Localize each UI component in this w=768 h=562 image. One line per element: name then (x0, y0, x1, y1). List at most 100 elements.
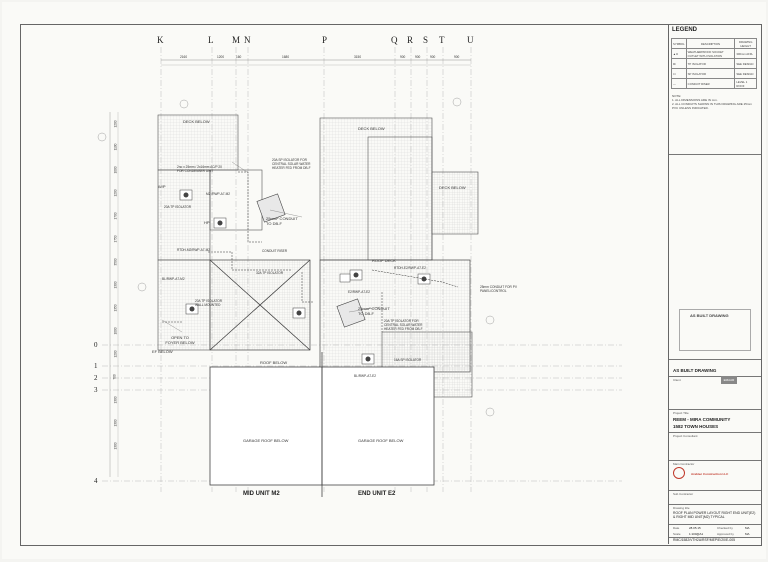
label-cct1: M2 /RWP-A7-M2 (206, 192, 231, 196)
label-cct5: RTDH-E2/RWP-A7-E2 (394, 266, 426, 270)
side-dim: 1000 (113, 166, 118, 174)
legend-header: SYMBOL DESCRIPTION DRAWING HEIGHT (671, 38, 757, 49)
label-roof-deck: ROOF DECK (372, 258, 396, 263)
arabtec-logo (673, 467, 685, 479)
grid-dim: 900 (415, 55, 421, 59)
checked-label: Checked by (717, 526, 733, 530)
drawing-title: ROOF PLAN POWER LAYOUT RIGHT END UNIT(E2… (673, 511, 756, 519)
label-fed-top: 20A SP ISOLATOR FOR CENTRAL SOLAR WATER … (272, 158, 311, 170)
row-number: 3 (94, 386, 98, 394)
title-block: LEGEND SYMBOL DESCRIPTION DRAWING HEIGHT… (668, 24, 761, 544)
label-cct3: E2/RWP-A7-E2 (348, 290, 371, 294)
legend-row: — CONDUIT RISER LEVEL 1 ROOF (671, 78, 757, 89)
label-deck-below-far-right: DECK BELOW (439, 185, 466, 190)
approved-value: MA (745, 532, 750, 536)
grid-letter-r: R (407, 35, 414, 45)
consultant-label: Project Consultant (673, 434, 698, 438)
grid-letter-l: L (208, 35, 214, 45)
approved-label: Approved by (717, 532, 734, 536)
grid-letter-p: P (322, 35, 328, 45)
grid-letter-u: U (467, 35, 474, 45)
grid-dim: 160 (236, 55, 242, 59)
legend-symbol: — (671, 78, 687, 89)
legend-table: SYMBOL DESCRIPTION DRAWING HEIGHT ▲⊙ WEA… (671, 38, 757, 89)
grid-letter-n: N (244, 35, 251, 45)
row-number: 1 (94, 362, 98, 370)
sub-contractor-label: Sub Contractor (673, 492, 694, 496)
drawing-no: RMC/1582/VTH2A/RSF/MEP/E/20/E-005 (673, 538, 735, 542)
label-cct2: BL/RWP-A7-M2 (162, 277, 185, 281)
grid-dim: 1200 (217, 55, 225, 59)
grid-letter-q: Q (391, 35, 398, 45)
legend-symbol: ⊡ (671, 68, 687, 79)
row-number: 0 (94, 341, 98, 349)
label-ef-below: EF BELOW (152, 349, 173, 354)
legend-desc: SP ISOLATOR (685, 68, 736, 79)
grid-letter-s: S (423, 35, 429, 45)
legend-symbol: ▲⊙ (671, 48, 687, 59)
project-label: Project Title (673, 411, 689, 415)
side-dim: 1300 (113, 442, 118, 450)
legend-desc: CONDUIT RISER (685, 78, 736, 89)
legend-row: ⊡ SP ISOLATOR SEE DESIGN (671, 68, 757, 79)
side-dim: 3500 (113, 258, 118, 266)
grid-dim: 2160 (180, 55, 188, 59)
label-conduit-right: 25mm² CONDUIT TO DB-F (358, 306, 390, 316)
checked-value: MA (745, 526, 750, 530)
side-dim: 700 (112, 374, 117, 380)
grid-letter-t: T (439, 35, 445, 45)
legend-symbol: ⊠ (671, 58, 687, 69)
drawing-title-label: Drawing title (673, 506, 690, 510)
label-garage-left: GARAGE ROOF BELOW (243, 438, 289, 443)
side-dim: 1300 (113, 396, 118, 404)
legend-title: LEGEND (672, 27, 698, 33)
side-dim: 1200 (113, 189, 118, 197)
date-label: Date (673, 526, 680, 530)
legend-header-cell: DESCRIPTION (685, 38, 736, 49)
legend-height: SEE DESIGN (734, 58, 757, 69)
grid-dim: 900 (430, 55, 436, 59)
contractor-label: Main Contractor (673, 462, 695, 466)
label-deck-below-right: DECK BELOW (358, 126, 385, 131)
label-hp: HP (204, 220, 210, 225)
row-number: 2 (94, 374, 98, 382)
label-note-a: 2no x 25mm / 2x16mm AC/P 20 FOR CONDENSE… (177, 165, 222, 173)
note-item: 1. ALL DIMENSIONS ARE IN mm. (672, 98, 718, 102)
grid-dim: 900 (454, 55, 460, 59)
side-dim: 1700 (113, 212, 118, 220)
label-deck-below-left: DECK BELOW (183, 119, 210, 124)
legend-height: LEVEL 1 ROOF (734, 78, 757, 89)
legend-header-cell: DRAWING HEIGHT (734, 38, 757, 49)
unit-title-left: MID UNIT M2 (243, 491, 280, 497)
label-iso-central: 20A TP ISOLATOR FOR CENTRAL SOLAR WATER … (384, 319, 423, 331)
grid-dim: 1680 (282, 55, 290, 59)
grid-dim: 900 (400, 55, 406, 59)
date-value: 28.05.15 (689, 526, 701, 530)
as-built-stamp-text: AS BUILT DRAWING (690, 313, 729, 318)
legend-height: 300mm AFFL (734, 48, 757, 59)
legend-row: ▲⊙ WEATHERPROOF SOCKET OUTLET WITH ISOLA… (671, 48, 757, 59)
legend-height: SEE DESIGN (734, 68, 757, 79)
label-iso-wall: 20A TP ISOLATOR WALL MOUNTED (195, 299, 223, 307)
label-iso-20a: 20A TP ISOLATOR (164, 205, 192, 209)
label-cct4: BL/RWP-A7-E2 (354, 374, 377, 378)
side-dim: 1300 (113, 281, 118, 289)
scale-value: 1:100@A1 (689, 532, 704, 536)
legend-desc: TP ISOLATOR (685, 58, 736, 69)
label-garage-right: GARAGE ROOF BELOW (358, 438, 404, 443)
grid-letter-k: K (157, 35, 164, 45)
roof-plan-drawing (97, 47, 622, 497)
side-dim: 1100 (113, 143, 118, 151)
label-iso-16a: 16A SP ISOLATOR (394, 358, 422, 362)
side-dim: 1000 (113, 327, 118, 335)
label-cct6: RTDH-M2/RWP-A7-M2 (177, 248, 210, 252)
side-dim: 1200 (113, 350, 118, 358)
unit-title-right: END UNIT E2 (358, 491, 396, 497)
client-label: Client (673, 378, 681, 382)
side-dim: 1200 (113, 120, 118, 128)
grid-dim: 3150 (354, 55, 362, 59)
project-name: REEM - MIRA COMMUNITY (673, 417, 731, 422)
as-built-stamp: AS BUILT DRAWING (679, 309, 751, 351)
scale-label: Scale (673, 532, 681, 536)
